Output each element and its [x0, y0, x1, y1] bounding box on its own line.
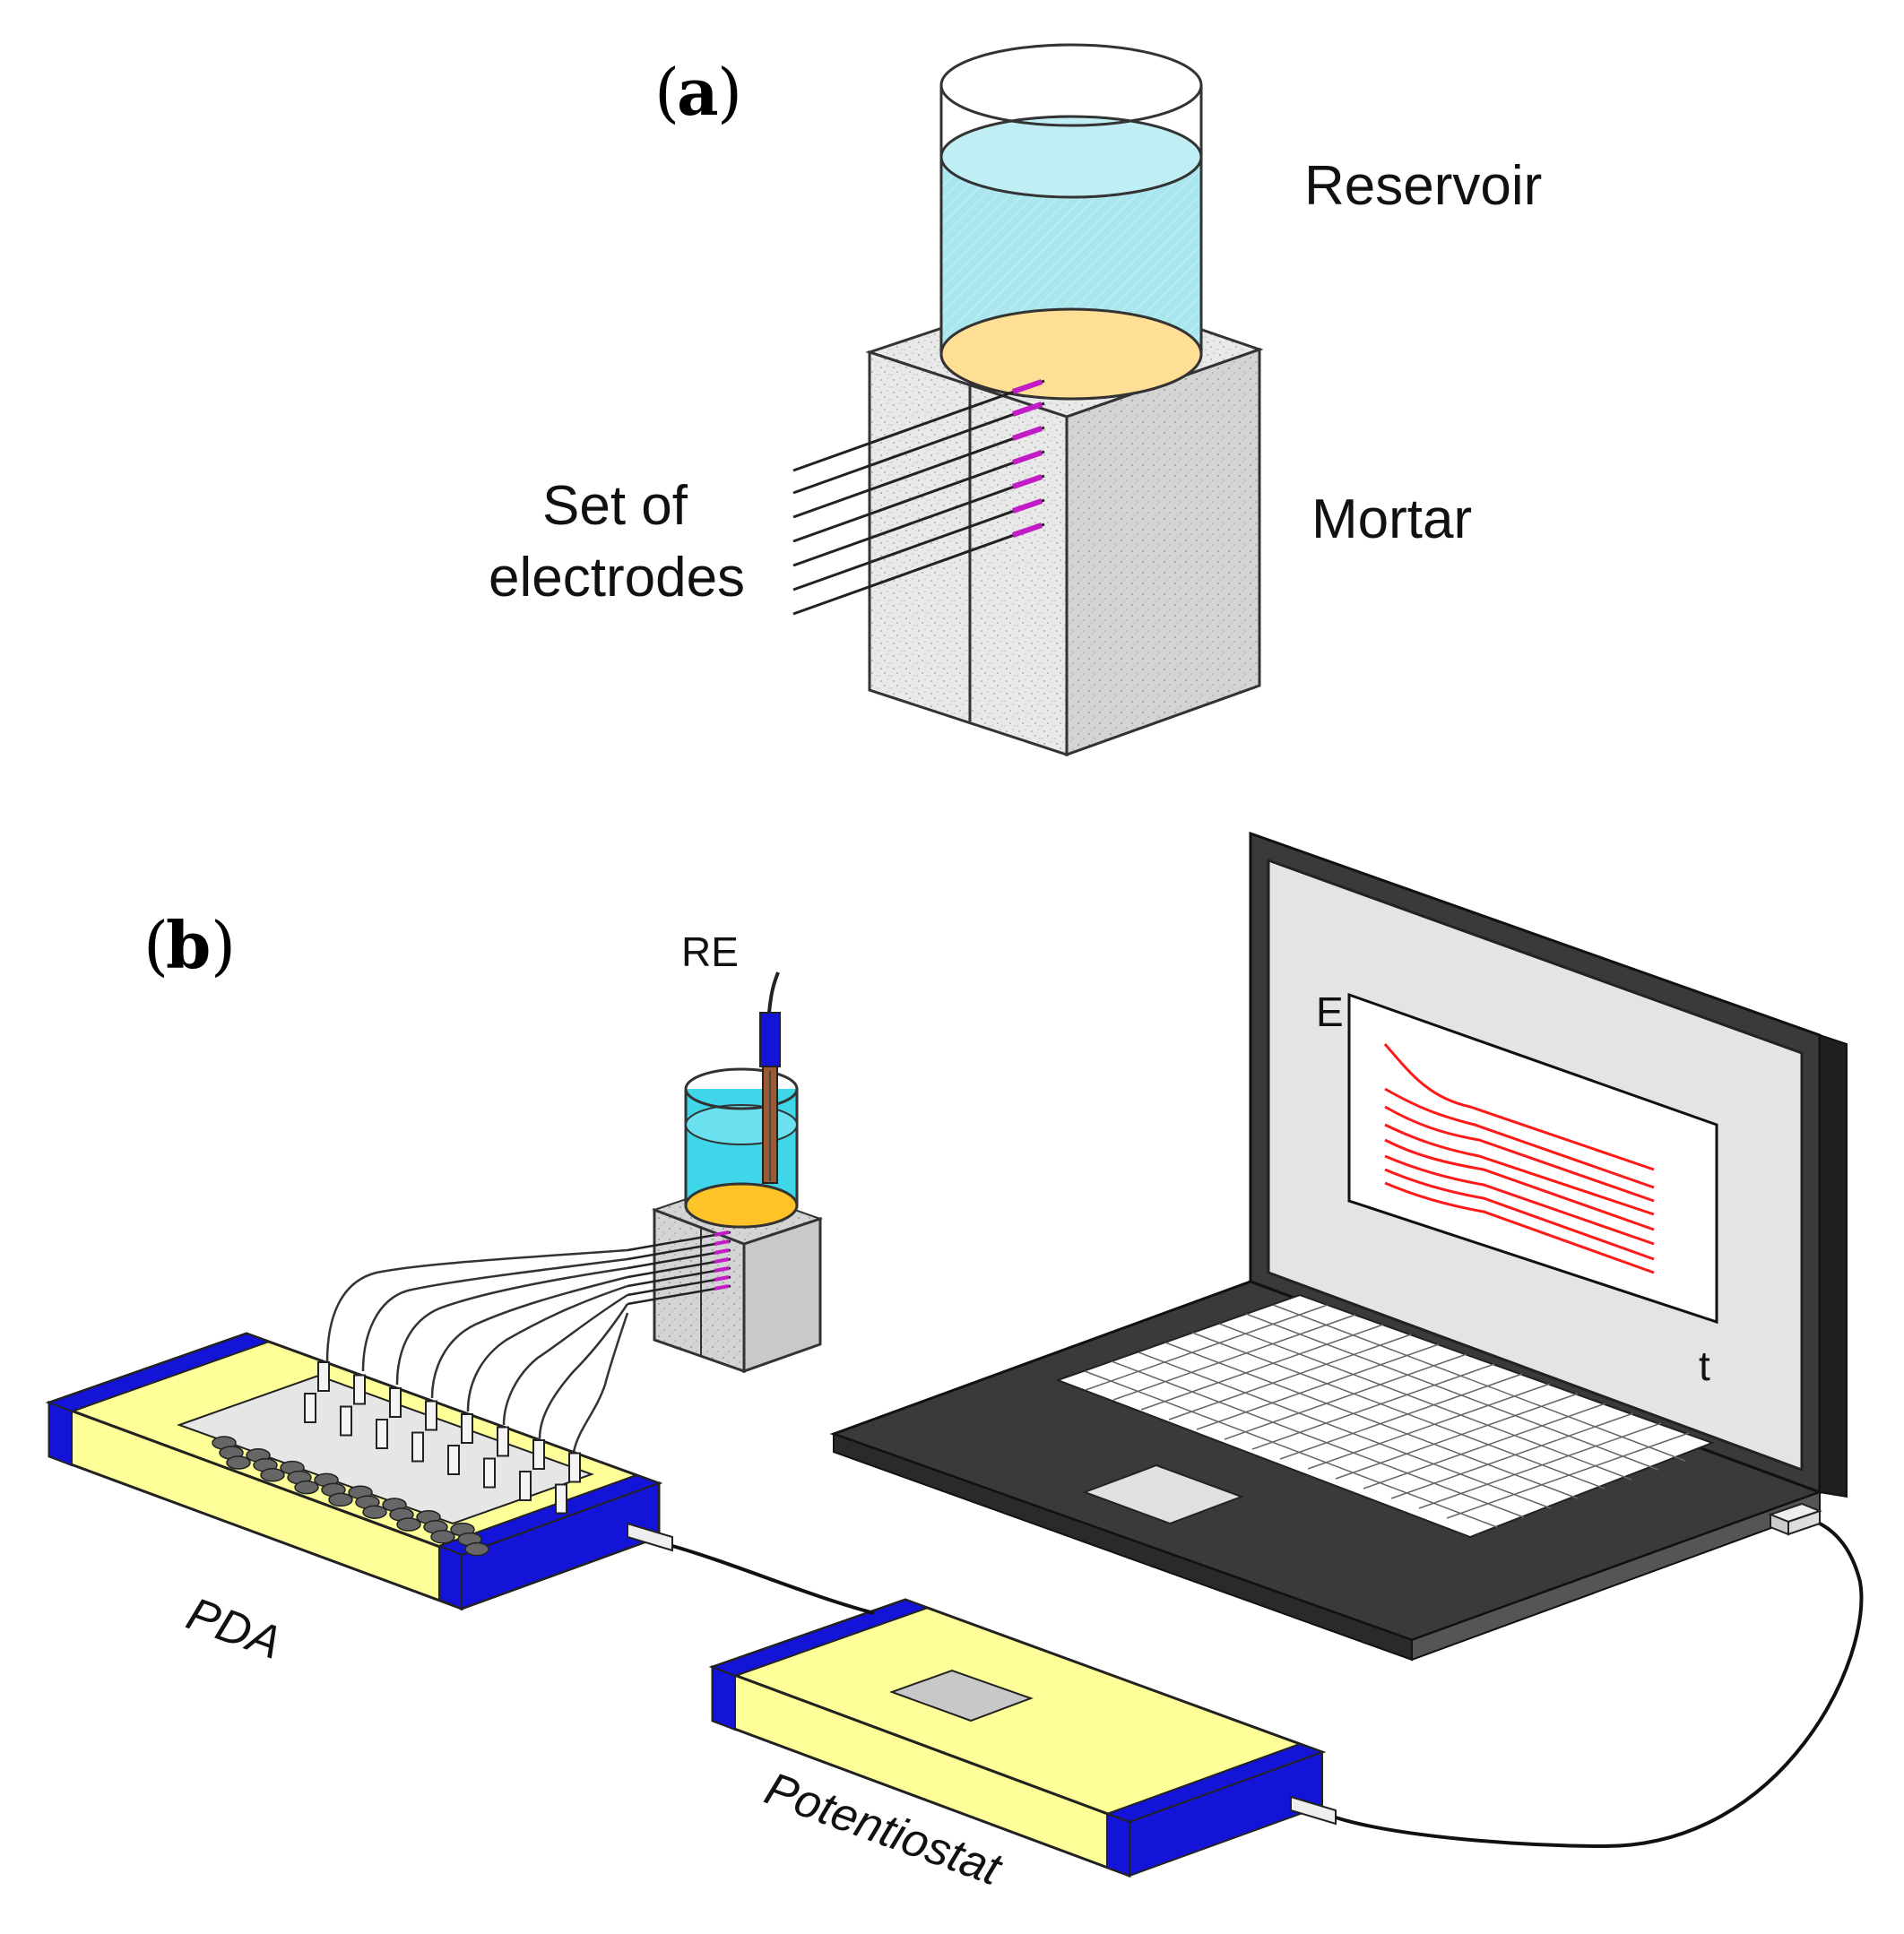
pda-socket [226, 1455, 251, 1470]
panel-a-close-paren: ) [717, 55, 742, 130]
potentiostat-device: Potentiostat [708, 1598, 1337, 1896]
pda-pin [555, 1483, 567, 1515]
potentiostat-display [889, 1669, 1034, 1722]
potentiostat-to-laptop-cable [1335, 1522, 1864, 1849]
pda-pin [461, 1413, 473, 1444]
pda-pin [425, 1400, 437, 1431]
pda-pins [304, 1361, 581, 1515]
pda-pin [519, 1471, 532, 1501]
pda-pin [353, 1374, 366, 1405]
electrode-cables [325, 1248, 629, 1453]
pda-pin [483, 1457, 496, 1489]
laptop-keyboard [1055, 1293, 1715, 1539]
pda-pin [568, 1452, 581, 1483]
pda-pin [376, 1419, 388, 1449]
pda-pin [532, 1439, 545, 1470]
reservoir-water-surface [939, 115, 1203, 199]
mortar-block [865, 283, 1264, 757]
mortar-right-face [1065, 347, 1261, 757]
mortar-left-face [868, 350, 1069, 757]
pda-device: PDA [45, 1332, 673, 1670]
small-sample-surface [684, 1182, 799, 1229]
panel-b-label: b [166, 907, 211, 983]
pda-socket [328, 1492, 353, 1507]
pda-to-potentiostat-cable [671, 1544, 875, 1615]
panel-b-open-paren: ( [143, 908, 169, 983]
panel-a-label: a [677, 54, 719, 130]
keyboard-keys [1084, 1304, 1690, 1528]
laptop-touchpad [1082, 1463, 1244, 1525]
pda-pin [389, 1387, 402, 1418]
panel-a: ( a ) [489, 43, 1542, 757]
screen-curves [1383, 1043, 1655, 1274]
electrodes-label-line2: electrodes [489, 547, 745, 609]
reservoir-cylinder [939, 43, 1203, 401]
pda-pin [411, 1431, 424, 1463]
panel-a-open-paren: ( [654, 55, 679, 130]
pda-pin [340, 1405, 352, 1437]
pda-socket [260, 1468, 285, 1482]
reference-electrode-icon [759, 971, 781, 1184]
panel-b: ( b ) E t [45, 831, 1864, 1896]
pda-label: PDA [180, 1588, 288, 1670]
laptop: E t [829, 831, 1848, 1662]
pda-pin [304, 1393, 316, 1423]
pda-pin [317, 1361, 330, 1392]
pda-connector [627, 1522, 673, 1552]
potentiostat-connector [1290, 1795, 1337, 1826]
pda-pin [497, 1426, 509, 1457]
small-mortar-right [742, 1216, 822, 1374]
re-label: RE [681, 928, 739, 975]
electrode-set [792, 379, 1045, 616]
pda-socket [464, 1541, 489, 1557]
sample-surface [939, 307, 1203, 401]
pda-socket [396, 1517, 421, 1532]
reservoir-label: Reservoir [1304, 155, 1542, 217]
pda-socket [430, 1530, 455, 1544]
screen-y-axis-label: E [1316, 989, 1344, 1035]
electrode-tips [1012, 379, 1043, 538]
reservoir-rim [939, 43, 1203, 127]
mortar-label: Mortar [1311, 488, 1472, 550]
screen-x-axis-label: t [1699, 1343, 1710, 1389]
electrodes-label-line1: Set of [542, 475, 688, 537]
pda-socket [362, 1505, 387, 1519]
pda-socket [294, 1480, 319, 1495]
pda-sockets [212, 1436, 489, 1557]
small-mortar-setup: RE [627, 928, 824, 1374]
panel-b-close-paren: ) [211, 908, 236, 983]
pda-pin [447, 1445, 460, 1475]
